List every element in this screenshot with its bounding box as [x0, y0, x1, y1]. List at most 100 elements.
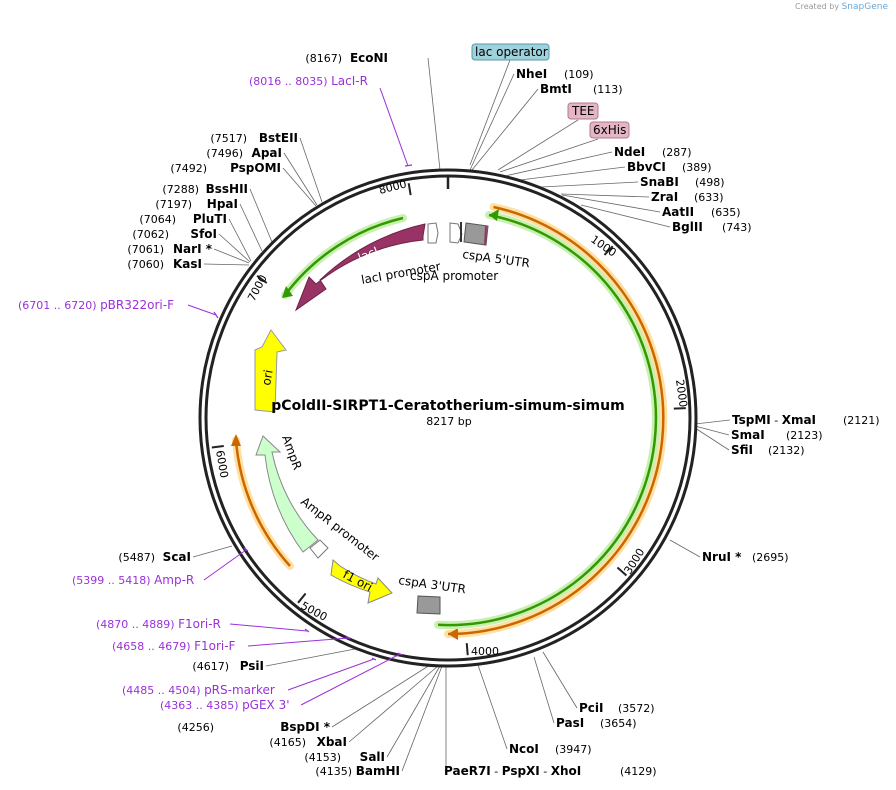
site-leader-line	[477, 664, 508, 750]
site-leader-line	[282, 167, 317, 207]
ori-label: ori	[259, 369, 275, 387]
primer-label[interactable]: (4363 .. 4385) pGEX 3'	[160, 698, 290, 712]
amp-orf-arrowhead	[231, 434, 241, 446]
orf-green-arrowhead	[489, 209, 499, 221]
restriction-site-label[interactable]: PluTI	[193, 212, 227, 226]
orf-orange-arrowhead	[448, 628, 458, 640]
AmpR-feature[interactable]	[255, 435, 319, 553]
restriction-site-label[interactable]: BstEII	[259, 131, 298, 145]
restriction-site-position: (2695)	[752, 551, 789, 564]
restriction-site-label[interactable]: NdeI	[614, 145, 645, 159]
ori-feature[interactable]	[254, 329, 287, 413]
orf-orange-arc	[447, 205, 665, 636]
restriction-site-position: (635)	[711, 206, 741, 219]
tick-label: 7000	[245, 273, 270, 304]
restriction-site-position: (7492)	[170, 162, 207, 175]
restriction-site-position: (743)	[722, 221, 752, 234]
his-tag-mark	[484, 225, 487, 246]
restriction-site-label[interactable]: BmtI	[540, 82, 572, 96]
restriction-site-position: (109)	[564, 68, 594, 81]
lac-operator-box[interactable]	[471, 43, 550, 61]
primer-label[interactable]: (4485 .. 4504) pRS-marker	[122, 683, 275, 697]
restriction-site-label[interactable]: TspMI - XmaI	[732, 413, 816, 427]
restriction-site-label[interactable]: BamHI	[356, 764, 400, 778]
restriction-site-position: (2121)	[843, 414, 880, 427]
primer-label[interactable]: (6701 .. 6720) pBR322ori-F	[18, 298, 174, 312]
restriction-site-label[interactable]: NarI *	[173, 242, 213, 256]
restriction-site-position: (7197)	[155, 198, 192, 211]
restriction-site-label[interactable]: BbvCI	[627, 160, 666, 174]
restriction-site-label[interactable]: PspOMI	[230, 161, 281, 175]
TEE-box[interactable]	[567, 102, 599, 120]
TEE-label: TEE	[571, 104, 595, 118]
site-leader-line	[580, 204, 671, 228]
restriction-site-label[interactable]: KasI	[173, 257, 202, 271]
primer-label[interactable]: (4658 .. 4679) F1ori-F	[112, 639, 236, 653]
AmpR-promoter-feature[interactable]	[309, 539, 329, 559]
cspA-promoter-label: cspA promoter	[410, 269, 498, 283]
restriction-site-label[interactable]: BspDI *	[280, 720, 330, 734]
site-leader-line	[694, 427, 730, 451]
primer-labels: (8016 .. 8035) LacI-R (6701 .. 6720) pBR3…	[18, 74, 409, 712]
tick-mark	[211, 445, 224, 449]
restriction-site-label[interactable]: AatII	[662, 205, 694, 219]
cspA-5utr-label: cspA 5'UTR	[462, 247, 531, 270]
primer-leader-line	[229, 623, 308, 632]
site-leader-line	[249, 188, 273, 243]
site-leader-line	[669, 539, 701, 558]
lacI-promoter-feature[interactable]	[427, 222, 439, 244]
f1-ori-feature[interactable]	[330, 559, 393, 604]
site-leader-line	[694, 419, 731, 425]
restriction-site-position: (7496)	[206, 147, 243, 160]
restriction-site-label[interactable]: SmaI	[731, 428, 765, 442]
site-leader-line	[533, 656, 555, 724]
feature-box-leader	[499, 138, 599, 173]
restriction-site-label[interactable]: PaeR7I - PspXI - XhoI	[444, 764, 581, 778]
tick-mark	[256, 275, 268, 284]
restriction-site-label[interactable]: ApaI	[252, 146, 282, 160]
primer-leader-line	[247, 637, 349, 647]
restriction-site-label[interactable]: NcoI	[509, 742, 539, 756]
leader-lines	[192, 57, 731, 772]
6xHis-box[interactable]	[589, 121, 630, 139]
tick-mark	[465, 643, 469, 656]
primer-label[interactable]: (5399 .. 5418) Amp-R	[72, 573, 194, 587]
restriction-site-label[interactable]: SalI	[360, 750, 385, 764]
restriction-site-position: (3654)	[600, 717, 637, 730]
site-leader-line	[299, 137, 323, 203]
amp-orf-arc	[234, 439, 291, 567]
restriction-site-label[interactable]: PasI	[556, 716, 584, 730]
restriction-site-label[interactable]: SfoI	[190, 227, 217, 241]
restriction-site-label[interactable]: XbaI	[317, 735, 347, 749]
restriction-site-label[interactable]: BglII	[672, 220, 703, 234]
site-leader-line	[519, 166, 626, 181]
cspA-3utr-feature[interactable]	[416, 595, 441, 615]
plasmid-length: 8217 bp	[426, 415, 471, 428]
primer-label[interactable]: (8016 .. 8035) LacI-R	[249, 74, 368, 88]
restriction-site-position: (7060)	[127, 258, 164, 271]
restriction-site-label[interactable]: EcoNI	[350, 51, 388, 65]
restriction-site-position: (7517)	[210, 132, 247, 145]
restriction-site-label[interactable]: PsiI	[240, 659, 264, 673]
site-leader-line	[471, 88, 539, 171]
site-leader-line	[213, 248, 250, 264]
restriction-site-position: (633)	[694, 191, 724, 204]
lacI-orf-arc	[284, 216, 404, 296]
restriction-site-label[interactable]: BssHII	[206, 182, 248, 196]
site-labels: EcoNI(8167)NheI(109)BmtI(113)NdeI(287)Bb…	[118, 51, 879, 778]
restriction-site-label[interactable]: ZraI	[651, 190, 678, 204]
restriction-site-label[interactable]: NheI	[516, 67, 547, 81]
restriction-site-position: (2123)	[786, 429, 823, 442]
restriction-site-label[interactable]: HpaI	[207, 197, 238, 211]
lacI-feature[interactable]	[294, 223, 426, 312]
primer-label[interactable]: (4870 .. 4889) F1ori-R	[96, 617, 221, 631]
primer-leader-line	[287, 658, 375, 691]
restriction-site-label[interactable]: SfiI	[731, 443, 753, 457]
restriction-site-position: (3572)	[618, 702, 655, 715]
restriction-site-label[interactable]: SnaBI	[640, 175, 679, 189]
restriction-site-label[interactable]: ScaI	[163, 550, 191, 564]
restriction-site-label[interactable]: PciI	[579, 701, 604, 715]
restriction-site-label[interactable]: NruI *	[702, 550, 742, 564]
site-leader-line	[239, 203, 263, 252]
primer-leader-line	[300, 653, 401, 706]
